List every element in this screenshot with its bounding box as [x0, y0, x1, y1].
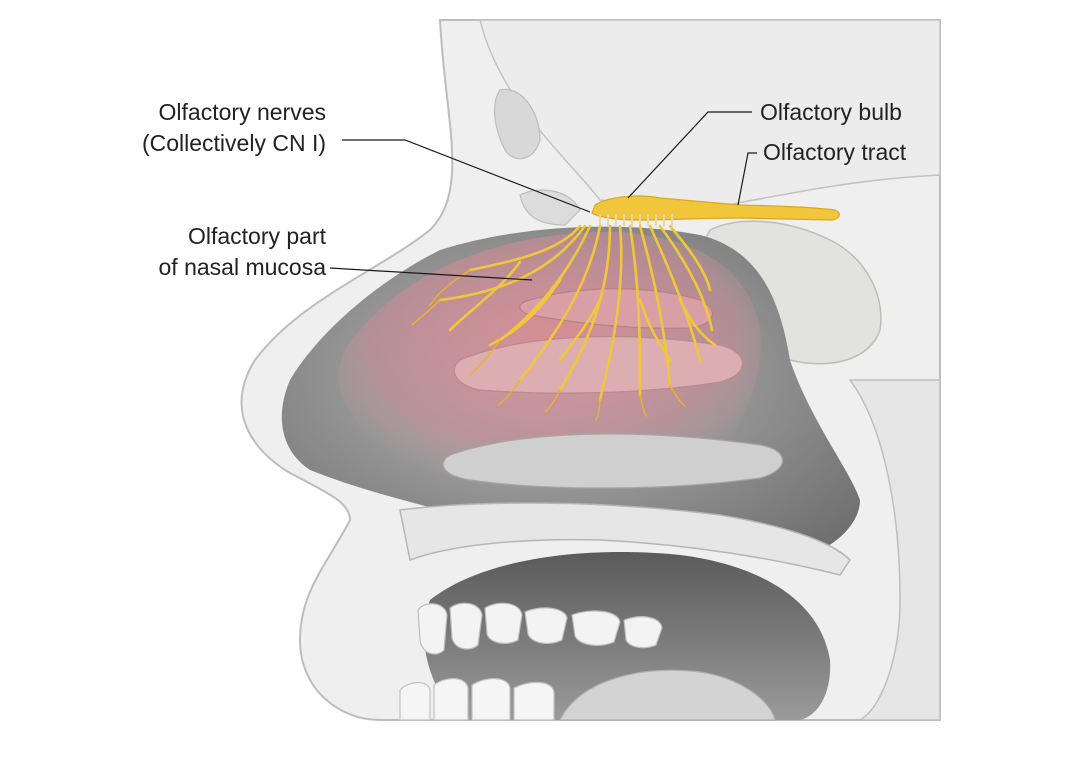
leader-olfactory-nerves: [342, 139, 591, 213]
hard-palate: [399, 502, 851, 576]
label-olfactory-tract: Olfactory tract: [763, 139, 907, 165]
label-olfactory-nerves: Olfactory nerves (Collectively CN I): [100, 97, 326, 159]
label-olfactory-bulb: Olfactory bulb: [760, 99, 902, 125]
cribriform-fibers: [599, 214, 673, 226]
pharynx-wall: [848, 379, 941, 721]
olfactory-bulb-tract-shape: [591, 195, 840, 221]
olfactory-nerve-branches: [438, 224, 717, 402]
leader-olfactory-part: [329, 267, 533, 281]
lower-teeth: [399, 678, 555, 721]
inferior-turbinate: [442, 433, 784, 489]
label-olfactory-part-line2: of nasal mucosa: [158, 254, 326, 280]
label-olfactory-nerves-line2: (Collectively CN I): [141, 130, 326, 156]
tongue: [559, 669, 776, 721]
olfactory-nerve-fine-branches: [411, 269, 686, 421]
ethmoid-bone: [519, 189, 581, 226]
upper-teeth: [417, 602, 663, 655]
label-olfactory-nerves-line1: Olfactory nerves: [158, 99, 326, 125]
leader-olfactory-bulb: [627, 111, 752, 199]
label-olfactory-part: Olfactory part of nasal mucosa: [110, 221, 326, 283]
frontal-sinus: [494, 88, 541, 160]
leader-olfactory-tract: [737, 152, 757, 206]
label-olfactory-part-line1: Olfactory part: [187, 223, 326, 249]
